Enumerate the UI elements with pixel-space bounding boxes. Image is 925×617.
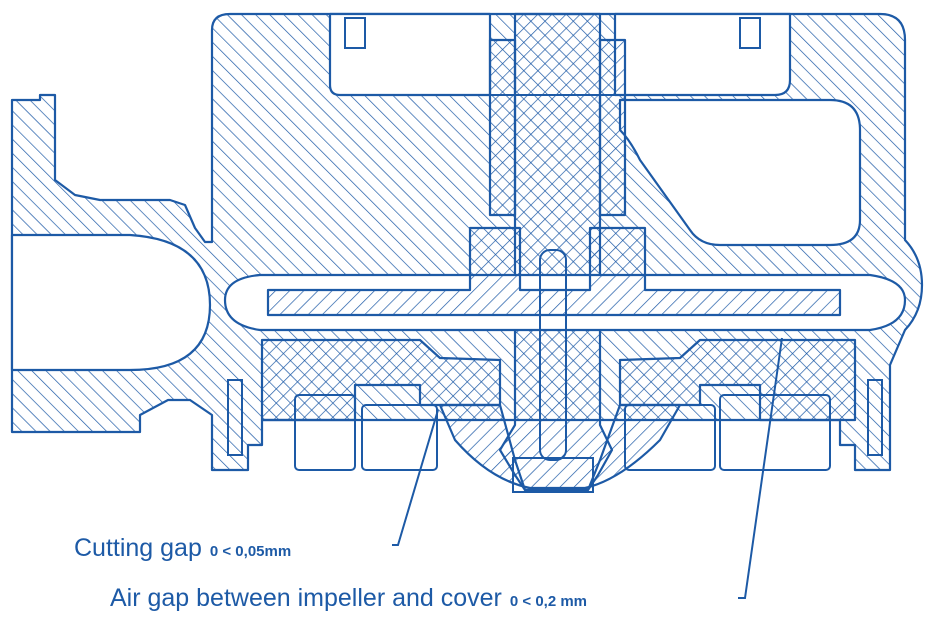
inlet-flange — [10, 233, 212, 372]
bottom-hub — [438, 403, 682, 492]
nut-center — [512, 457, 594, 493]
bolt-right — [867, 379, 883, 456]
right-pocket — [719, 394, 831, 471]
right-chamber — [618, 98, 862, 247]
impeller-disc — [266, 226, 842, 317]
bearing-left — [488, 38, 517, 217]
air-gap-label: Air gap between impeller and cover 0 < 0,… — [110, 584, 587, 613]
air-gap-leader — [738, 337, 783, 599]
cutting-gap-text: Cutting gap — [74, 534, 202, 562]
air-gap-text: Air gap between impeller and cover — [110, 584, 502, 612]
air-gap-value: 0 < 0,2 mm — [509, 593, 588, 610]
cutting-gap-leader — [392, 409, 439, 546]
left-pocket — [294, 394, 356, 471]
seal-right-top — [739, 17, 761, 49]
cutting-gap-label: Cutting gap 0 < 0,05mm — [74, 534, 291, 563]
center-right-pocket — [624, 404, 716, 471]
seal-left-top — [344, 17, 366, 49]
bolt-center — [539, 249, 567, 461]
bearing-right — [598, 38, 627, 217]
cutting-gap-value: 0 < 0,05mm — [209, 543, 292, 560]
motor-cavity — [328, 12, 492, 97]
motor-cavity-right — [613, 12, 792, 97]
bolt-left — [227, 379, 243, 456]
center-left-pocket — [361, 404, 438, 471]
